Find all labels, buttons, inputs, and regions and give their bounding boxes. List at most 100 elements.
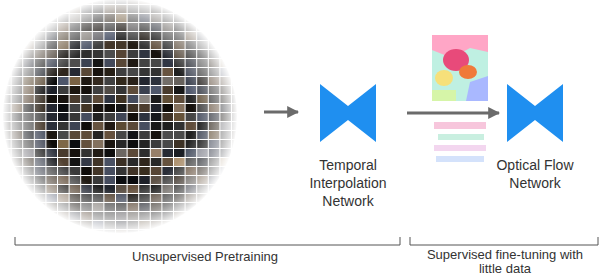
flow-strips bbox=[434, 122, 486, 162]
bowtie-shape bbox=[320, 84, 376, 142]
video-thumbnail bbox=[232, 176, 243, 184]
video-thumbnail bbox=[46, 5, 57, 13]
video-thumbnail bbox=[12, 185, 23, 193]
video-thumbnail bbox=[209, 0, 220, 4]
video-thumbnail bbox=[23, 230, 34, 238]
video-thumbnail bbox=[232, 203, 243, 211]
video-thumbnail bbox=[220, 14, 231, 22]
video-thumbnail bbox=[232, 212, 243, 220]
video-thumbnail bbox=[12, 32, 23, 40]
video-thumbnail bbox=[174, 221, 185, 229]
video-thumbnail bbox=[209, 203, 220, 211]
video-thumbnail bbox=[0, 0, 11, 4]
video-thumbnail bbox=[12, 203, 23, 211]
video-thumbnail bbox=[35, 230, 46, 238]
video-thumbnail bbox=[220, 5, 231, 13]
video-thumbnail bbox=[232, 167, 243, 175]
video-thumbnail bbox=[232, 149, 243, 157]
flow-region bbox=[435, 70, 453, 86]
video-thumbnail bbox=[35, 0, 46, 4]
video-thumbnail bbox=[232, 230, 243, 238]
video-thumbnail bbox=[70, 230, 81, 238]
video-thumbnail bbox=[174, 230, 185, 238]
video-thumbnail bbox=[220, 32, 231, 40]
video-thumbnail bbox=[232, 32, 243, 40]
video-thumbnail bbox=[232, 158, 243, 166]
video-thumbnail bbox=[35, 14, 46, 22]
video-thumbnail bbox=[58, 0, 69, 4]
video-thumbnail bbox=[232, 50, 243, 58]
flow-strip bbox=[434, 122, 486, 129]
video-thumbnail bbox=[81, 230, 92, 238]
video-thumbnail bbox=[197, 5, 208, 13]
collage-fade bbox=[2, 0, 238, 234]
phase-label: Supervised fine-tuning with little data bbox=[425, 248, 585, 276]
network-block: Optical Flow Network bbox=[485, 84, 585, 192]
video-thumbnail bbox=[0, 221, 11, 229]
bracket bbox=[410, 237, 598, 245]
video-thumbnail bbox=[23, 5, 34, 13]
video-thumbnail bbox=[0, 176, 11, 184]
video-thumbnail bbox=[0, 23, 11, 31]
video-thumbnail bbox=[23, 194, 34, 202]
video-thumbnail bbox=[0, 203, 11, 211]
video-thumbnail bbox=[0, 5, 11, 13]
video-thumbnail bbox=[209, 5, 220, 13]
video-thumbnail bbox=[220, 203, 231, 211]
video-thumbnail bbox=[197, 212, 208, 220]
video-thumbnail bbox=[232, 41, 243, 49]
video-thumbnail bbox=[220, 221, 231, 229]
video-thumbnail bbox=[35, 221, 46, 229]
video-thumbnail bbox=[186, 221, 197, 229]
video-thumbnail bbox=[46, 230, 57, 238]
video-thumbnail bbox=[151, 230, 162, 238]
video-thumbnail bbox=[209, 212, 220, 220]
flow-strip bbox=[436, 156, 484, 162]
video-thumbnail bbox=[23, 23, 34, 31]
video-thumbnail bbox=[232, 0, 243, 4]
video-thumbnail bbox=[0, 185, 11, 193]
video-thumbnail bbox=[220, 194, 231, 202]
video-thumbnail bbox=[209, 194, 220, 202]
network-symbol bbox=[507, 84, 563, 142]
flow-background bbox=[432, 35, 488, 101]
flow-region bbox=[466, 76, 488, 101]
video-thumbnail bbox=[186, 0, 197, 4]
video-thumbnail bbox=[0, 158, 11, 166]
video-thumbnail bbox=[58, 221, 69, 229]
video-thumbnail bbox=[162, 0, 173, 4]
phase-label: Unsupervised Pretraining bbox=[115, 250, 295, 264]
video-thumbnail bbox=[220, 212, 231, 220]
video-thumbnail bbox=[220, 185, 231, 193]
video-thumbnail bbox=[162, 230, 173, 238]
network-name: Optical Flow Network bbox=[485, 156, 585, 192]
video-thumbnail bbox=[23, 0, 34, 4]
video-thumbnail bbox=[46, 221, 57, 229]
flow-strip bbox=[434, 145, 486, 151]
video-thumbnail bbox=[220, 0, 231, 4]
video-thumbnail bbox=[232, 194, 243, 202]
video-thumbnail bbox=[232, 68, 243, 76]
video-thumbnail bbox=[35, 212, 46, 220]
video-thumbnail bbox=[23, 14, 34, 22]
video-thumbnail bbox=[197, 203, 208, 211]
video-thumbnail bbox=[209, 32, 220, 40]
video-thumbnail bbox=[197, 14, 208, 22]
network-block: Temporal Interpolation Network bbox=[298, 84, 398, 210]
video-thumbnail bbox=[232, 59, 243, 67]
bracket bbox=[15, 237, 400, 245]
video-thumbnail bbox=[197, 221, 208, 229]
video-thumbnail bbox=[12, 14, 23, 22]
video-thumbnail bbox=[12, 194, 23, 202]
video-thumbnail bbox=[220, 41, 231, 49]
pretrain-arrow bbox=[264, 111, 298, 114]
video-thumbnail bbox=[0, 230, 11, 238]
flow-image bbox=[432, 35, 488, 101]
video-thumbnail bbox=[232, 185, 243, 193]
video-thumbnail bbox=[232, 77, 243, 85]
video-thumbnail bbox=[70, 0, 81, 4]
video-thumbnail bbox=[186, 212, 197, 220]
video-thumbnail bbox=[197, 0, 208, 4]
video-thumbnail bbox=[0, 212, 11, 220]
